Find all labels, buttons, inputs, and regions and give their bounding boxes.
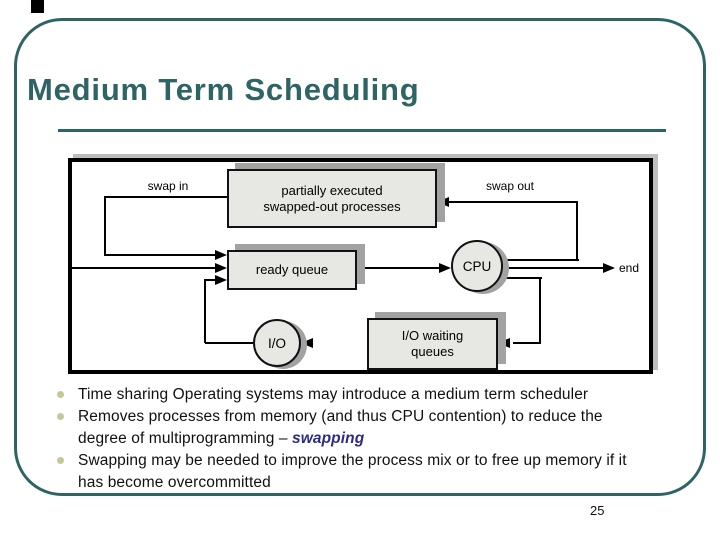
- arrow-ready-to-cpu: [439, 263, 451, 273]
- page-number: 25: [590, 503, 605, 518]
- scheduling-diagram: partially executed swapped-out processes…: [68, 155, 661, 377]
- swap-in-line-bottom: [105, 254, 217, 256]
- bullet-3-line2: has become overcommitted: [78, 474, 271, 491]
- cpu-node: CPU: [451, 240, 503, 292]
- arrow-swap-out-to-box: [437, 197, 449, 207]
- slide-title: Medium Term Scheduling: [27, 72, 420, 107]
- cpu-to-io-line-top: [498, 277, 542, 279]
- swap-in-line-vertical: [104, 196, 106, 256]
- arrow-queues-to-io: [301, 338, 313, 348]
- new-process-line: [72, 267, 217, 269]
- bullet-dot-2: [57, 413, 64, 420]
- swapped-out-processes-box: partially executed swapped-out processes: [227, 169, 437, 228]
- swap-out-line-vertical: [576, 201, 578, 261]
- io-return-line-vertical: [204, 279, 206, 343]
- swap-out-line-bottom: [501, 259, 579, 261]
- bullet-2-line2-prefix: degree of multiprogramming –: [78, 430, 292, 447]
- bullet-dot-1: [57, 391, 64, 398]
- io-waiting-queues-box: I/O waiting queues: [367, 318, 498, 370]
- arrow-cpu-to-io-queues: [498, 338, 510, 348]
- bullet-3-line1: Swapping may be needed to improve the pr…: [78, 452, 627, 469]
- io-waiting-line1: I/O waiting: [401, 328, 464, 343]
- cpu-to-io-line-vertical: [539, 277, 541, 344]
- ready-queue-box: ready queue: [227, 250, 357, 290]
- swap-out-label: swap out: [485, 179, 535, 193]
- bullet-2-text: Removes processes from memory (and thus …: [78, 406, 603, 450]
- top-edge-mark: [31, 0, 44, 13]
- bullet-2-line2: degree of multiprogramming – swapping: [78, 428, 603, 450]
- bullet-2-line1: Removes processes from memory (and thus …: [78, 408, 603, 425]
- cpu-label: CPU: [462, 258, 492, 274]
- io-waiting-line2: queues: [411, 344, 454, 359]
- io-return-line-bottom: [205, 342, 253, 344]
- swapped-out-box-line2: swapped-out processes: [263, 198, 401, 214]
- arrow-new-to-ready: [215, 263, 227, 273]
- io-return-line-top: [205, 279, 217, 281]
- slide-border: [14, 18, 706, 496]
- end-label: end: [619, 261, 640, 275]
- swap-out-line-top: [449, 201, 578, 203]
- bullet-1-text: Time sharing Operating systems may intro…: [78, 386, 589, 403]
- swapping-emphasis: swapping: [291, 430, 365, 447]
- swap-in-line-top: [105, 196, 227, 198]
- io-label: I/O: [267, 335, 286, 351]
- bullet-dot-3: [57, 457, 64, 464]
- cpu-to-io-line-bottom: [513, 342, 541, 344]
- cpu-to-end-line: [503, 267, 605, 269]
- bullet-3-text: Swapping may be needed to improve the pr…: [78, 450, 627, 494]
- swapped-out-box-line1: partially executed: [281, 182, 383, 198]
- arrow-cpu-to-end: [603, 263, 615, 273]
- ready-queue-label: ready queue: [255, 262, 329, 277]
- arrow-io-to-ready: [215, 275, 227, 285]
- io-node: I/O: [253, 319, 301, 367]
- ready-to-cpu-line: [357, 267, 441, 269]
- arrow-swap-in-to-ready: [215, 250, 227, 260]
- swap-in-label: swap in: [147, 179, 189, 193]
- title-underline: [58, 129, 666, 132]
